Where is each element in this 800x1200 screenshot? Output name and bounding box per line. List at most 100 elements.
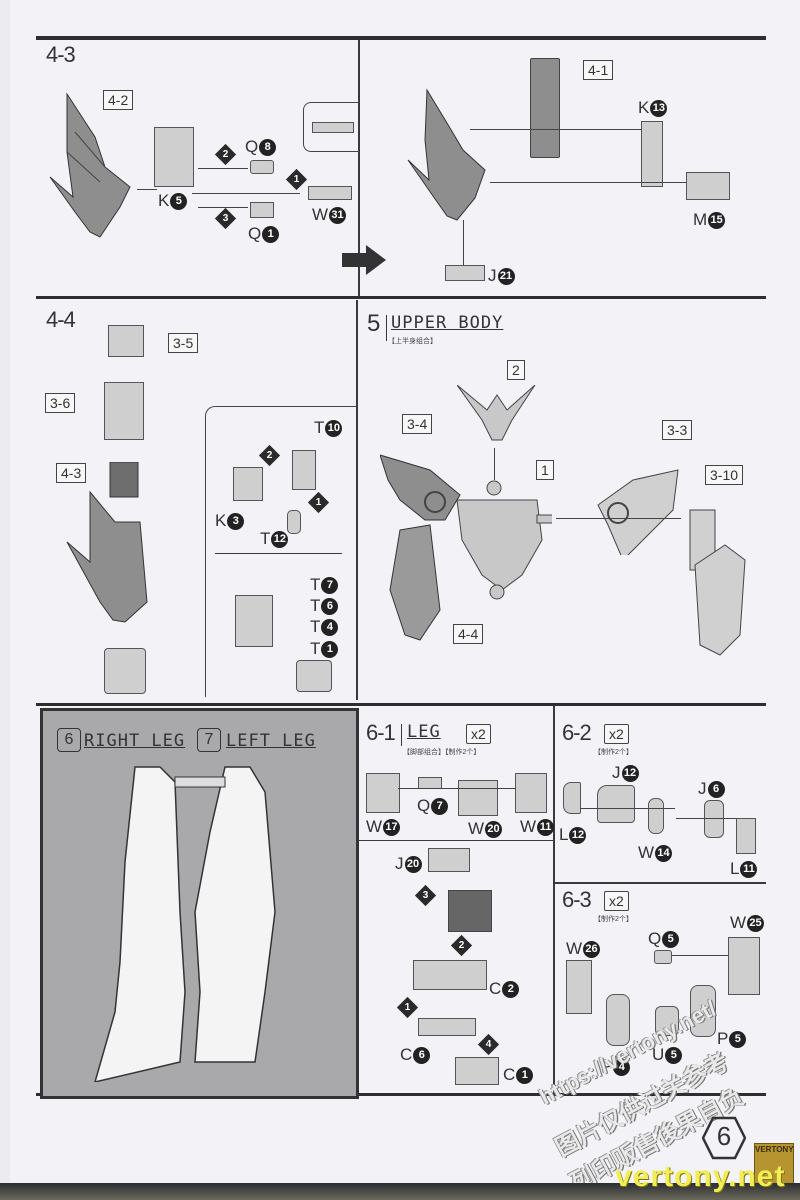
divider-62-63 <box>553 882 766 884</box>
order-1-61: 1 <box>396 996 419 1019</box>
part-q8-shape <box>250 160 274 174</box>
ref-3-4: 3-4 <box>402 414 433 434</box>
left-shoulder-arm-3-4 <box>380 454 461 641</box>
part-w31-shape <box>308 186 352 200</box>
arrow-j21 <box>463 220 464 265</box>
detail-divider <box>215 553 342 554</box>
part-c2-shape <box>413 960 487 990</box>
wing-assembly <box>407 88 486 221</box>
next-step-arrow-icon <box>342 245 386 275</box>
arrow-k13 <box>470 129 642 130</box>
brand-watermark: vertony.net <box>615 1160 786 1193</box>
part-t10-shape <box>292 450 316 490</box>
part-l11-shape <box>736 818 756 854</box>
ref-4-1: 4-1 <box>583 60 614 80</box>
bottom-rule <box>36 1093 766 1096</box>
step-4-3: 4-3 <box>46 42 76 67</box>
order-3: 3 <box>214 207 237 230</box>
qty-badge-61: x2 <box>466 724 491 744</box>
page-bottom-edge <box>0 1183 800 1200</box>
part-q5-shape <box>654 950 672 964</box>
ref-3-6: 3-6 <box>45 393 76 413</box>
step-7-hex: 7 <box>197 728 221 752</box>
ref-4-2: 4-2 <box>103 90 134 110</box>
top-rule <box>36 36 766 40</box>
part-w14-shape <box>648 798 664 834</box>
part-c6-shape <box>418 1018 476 1036</box>
part-w26-shape <box>566 960 592 1014</box>
arrow-m15 <box>490 182 686 183</box>
step-6-2: 6-2 <box>562 720 592 745</box>
ref-4-4: 4-4 <box>453 624 484 644</box>
order-1-44: 1 <box>307 491 330 514</box>
part-hand-detail <box>235 595 273 647</box>
vertony-logo: VERTONY <box>754 1143 794 1187</box>
arrow-q5 <box>672 955 728 956</box>
order-3-61: 3 <box>414 884 437 907</box>
ref-2: 2 <box>507 360 525 380</box>
part-3-5-shape <box>108 325 144 357</box>
part-m15-shape <box>686 172 730 200</box>
divider-61-sub <box>355 840 553 841</box>
order-2: 2 <box>214 143 237 166</box>
part-j20-shape <box>428 848 470 872</box>
arrow-head <box>494 448 495 480</box>
step-5: 5 <box>367 310 380 337</box>
part-k5-shape <box>154 127 194 187</box>
title-bar-61 <box>401 724 402 746</box>
part-p5-shape <box>690 985 716 1037</box>
torso-part <box>456 480 552 600</box>
title-leg: LEG <box>407 722 441 742</box>
arrow-62-right <box>676 818 756 819</box>
step-4-4: 4-4 <box>46 307 76 332</box>
step-6-3: 6-3 <box>562 887 592 912</box>
page-number: 6 <box>716 1121 732 1151</box>
mid-rule-1 <box>36 296 766 299</box>
order-2-44: 2 <box>258 444 281 467</box>
part-w20-shape <box>458 780 498 816</box>
part-w31-detail <box>312 122 354 133</box>
qty-badge-62: x2 <box>604 724 629 744</box>
arrow-q1 <box>198 207 248 208</box>
step-6-1: 6-1 <box>366 720 396 745</box>
thigh-shape <box>448 890 492 932</box>
divider-44-5 <box>356 300 358 700</box>
detail-frame <box>205 406 356 697</box>
ref-3-5: 3-5 <box>168 333 199 353</box>
part-j21-shape <box>445 265 485 281</box>
right-shoulder-3-3 <box>597 469 679 555</box>
arm-assembly-4-4 <box>66 462 148 623</box>
part-w25-shape <box>728 937 760 995</box>
part-q1-shape <box>250 202 274 218</box>
title-bar-5 <box>386 315 387 341</box>
ref-4-3: 4-3 <box>56 463 87 483</box>
subtitle-61: 【脚部组合】【制作2个】 <box>403 749 481 756</box>
wing-part-4-2 <box>49 92 131 238</box>
part-hand-shape <box>104 648 146 694</box>
subtitle-63: 【制作2个】 <box>594 916 633 923</box>
arrow-61 <box>398 788 516 789</box>
divider-61-62 <box>553 706 555 1093</box>
